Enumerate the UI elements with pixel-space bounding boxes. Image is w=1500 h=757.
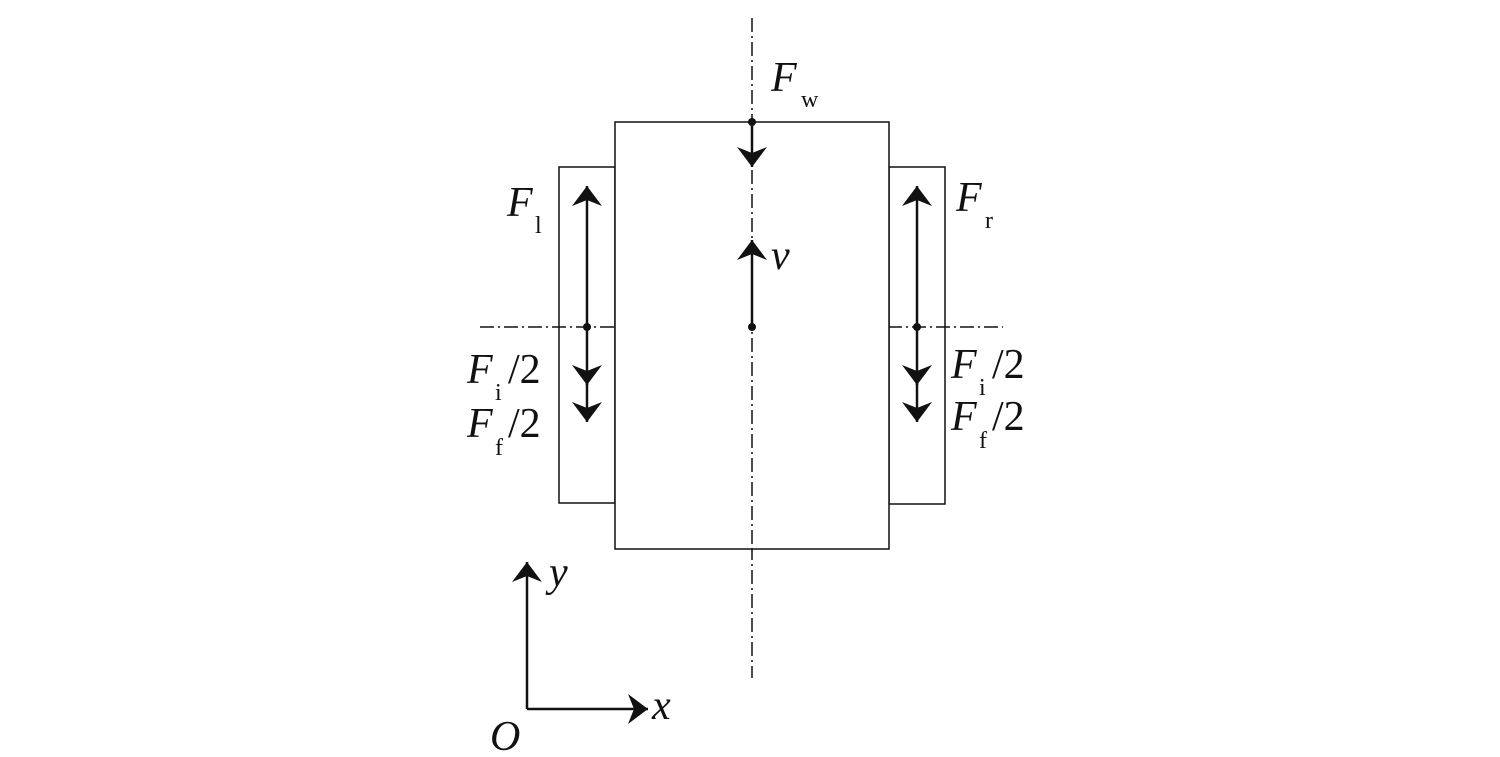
x-axis-label: x xyxy=(651,683,671,729)
v-label: v xyxy=(771,233,790,279)
ff-right-main: F xyxy=(950,394,977,440)
fi-left-suffix: /2 xyxy=(508,347,541,393)
fw-label-main: F xyxy=(770,55,797,101)
ff-left-main: F xyxy=(466,401,493,447)
fi-left-main: F xyxy=(466,347,493,393)
fl-label-main: F xyxy=(506,180,533,226)
ff-right-suffix: /2 xyxy=(992,394,1025,440)
fr-label-main: F xyxy=(955,175,982,221)
ff-right-sub: f xyxy=(979,428,987,454)
fl-label-sub: l xyxy=(535,213,542,239)
fi-right-sub: i xyxy=(979,375,986,401)
fi-right-suffix: /2 xyxy=(992,342,1025,388)
y-axis-label: y xyxy=(545,550,568,596)
fr-label-sub: r xyxy=(985,208,993,234)
fw-label-sub: w xyxy=(801,87,819,113)
origin-label: O xyxy=(490,714,520,757)
fi-right-main: F xyxy=(950,342,977,388)
ff-left-suffix: /2 xyxy=(508,401,541,447)
fi-left-sub: i xyxy=(495,380,502,406)
ff-left-sub: f xyxy=(495,435,503,461)
